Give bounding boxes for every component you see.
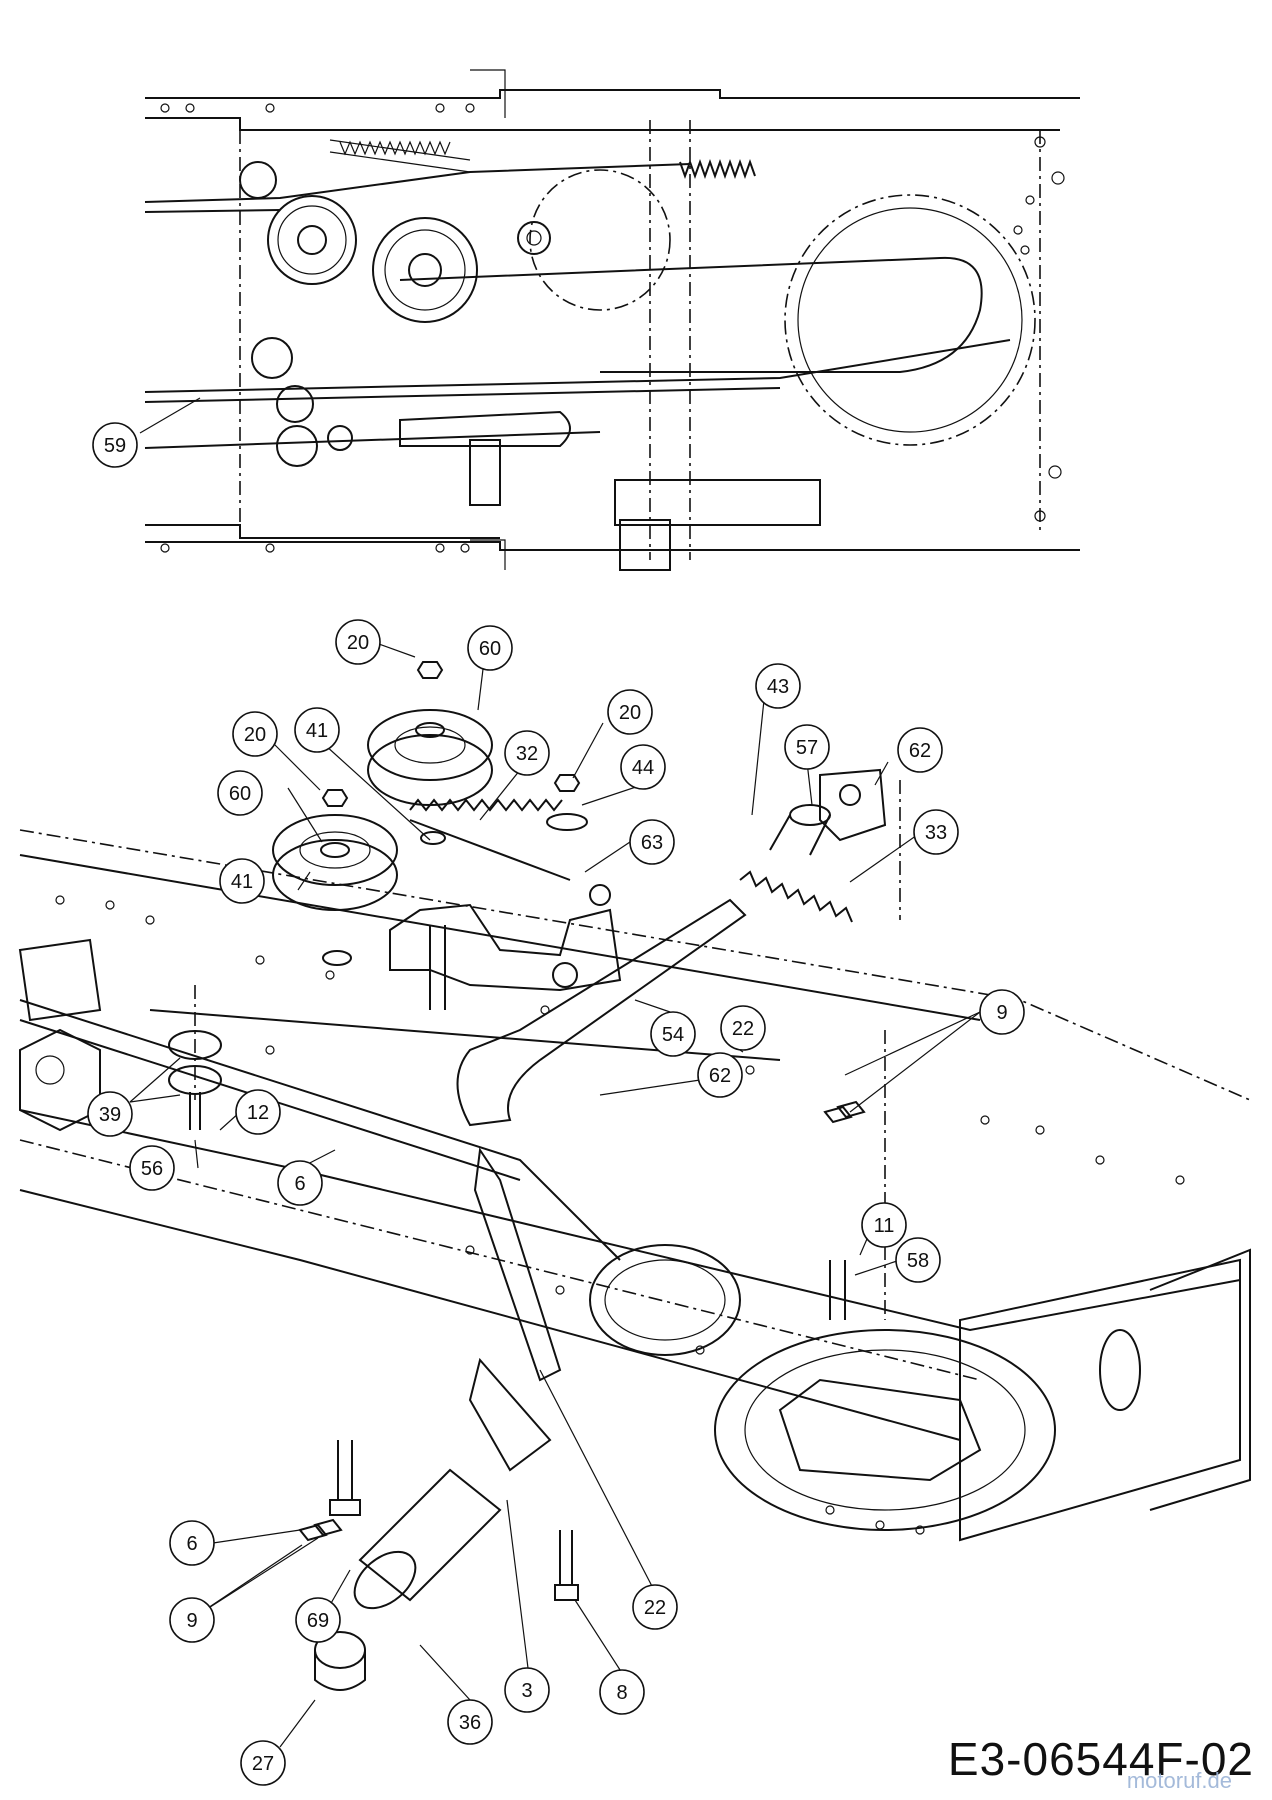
leader-lines — [129, 397, 981, 1748]
svg-text:36: 36 — [459, 1712, 481, 1734]
svg-text:56: 56 — [141, 1158, 163, 1180]
callout-22: 22 — [632, 1584, 678, 1630]
watermark-logo: motoruf.de — [1126, 1768, 1232, 1793]
callout-20: 20 — [232, 711, 278, 757]
callout-62: 62 — [697, 1052, 743, 1098]
svg-text:39: 39 — [99, 1104, 121, 1126]
callout-9: 9 — [169, 1597, 215, 1643]
svg-text:12: 12 — [247, 1102, 269, 1124]
callout-44: 44 — [620, 744, 666, 790]
svg-text:9: 9 — [186, 1610, 197, 1632]
callout-20: 20 — [335, 619, 381, 665]
callout-20: 20 — [607, 689, 653, 735]
callout-62: 62 — [897, 727, 943, 773]
callout-12: 12 — [235, 1089, 281, 1135]
svg-text:43: 43 — [767, 676, 789, 698]
callout-56: 56 — [129, 1145, 175, 1191]
svg-text:62: 62 — [909, 740, 931, 762]
svg-text:6: 6 — [186, 1533, 197, 1555]
svg-text:27: 27 — [252, 1753, 274, 1775]
svg-text:33: 33 — [925, 822, 947, 844]
svg-text:20: 20 — [244, 724, 266, 746]
callout-6: 6 — [277, 1160, 323, 1206]
callout-41: 41 — [219, 858, 265, 904]
callout-36: 36 — [447, 1699, 493, 1745]
svg-text:58: 58 — [907, 1250, 929, 1272]
svg-text:62: 62 — [709, 1065, 731, 1087]
svg-text:44: 44 — [632, 757, 654, 779]
callout-60: 60 — [467, 625, 513, 671]
callout-27: 27 — [240, 1740, 286, 1786]
callout-39: 39 — [87, 1091, 133, 1137]
svg-text:57: 57 — [796, 737, 818, 759]
callout-60: 60 — [217, 770, 263, 816]
svg-text:32: 32 — [516, 743, 538, 765]
callout-54: 54 — [650, 1011, 696, 1057]
diagram-reference-code: E3-06544F-02 — [947, 1733, 1254, 1785]
callout-11: 11 — [861, 1202, 907, 1248]
svg-text:11: 11 — [874, 1215, 895, 1237]
svg-text:20: 20 — [619, 702, 641, 724]
svg-text:6: 6 — [294, 1173, 305, 1195]
svg-text:60: 60 — [229, 783, 251, 805]
svg-text:69: 69 — [307, 1610, 329, 1632]
svg-text:59: 59 — [104, 435, 126, 457]
callout-32: 32 — [504, 730, 550, 776]
svg-text:20: 20 — [347, 632, 369, 654]
callout-9: 9 — [979, 989, 1025, 1035]
callout-41: 41 — [294, 707, 340, 753]
svg-text:41: 41 — [306, 720, 328, 742]
svg-text:54: 54 — [662, 1024, 684, 1046]
svg-text:22: 22 — [644, 1597, 666, 1619]
callout-22: 22 — [720, 1005, 766, 1051]
callout-59: 59 — [92, 422, 138, 468]
top-view-frame — [144, 69, 1080, 571]
svg-text:9: 9 — [996, 1002, 1007, 1024]
callout-63: 63 — [629, 819, 675, 865]
callout-58: 58 — [895, 1237, 941, 1283]
svg-text:3: 3 — [521, 1680, 532, 1702]
callout-3: 3 — [504, 1667, 550, 1713]
callout-57: 57 — [784, 724, 830, 770]
svg-text:22: 22 — [732, 1018, 754, 1040]
callout-8: 8 — [599, 1669, 645, 1715]
callout-69: 69 — [295, 1597, 341, 1643]
callouts: 59 20 60 20 41 32 20 44 43 57 62 60 63 3… — [87, 422, 1025, 1786]
callout-6: 6 — [169, 1520, 215, 1566]
svg-text:41: 41 — [231, 871, 253, 893]
callout-33: 33 — [913, 809, 959, 855]
svg-text:8: 8 — [616, 1682, 627, 1704]
svg-text:60: 60 — [479, 638, 501, 660]
callout-43: 43 — [755, 663, 801, 709]
svg-text:63: 63 — [641, 832, 663, 854]
exploded-view — [18, 661, 1251, 1691]
